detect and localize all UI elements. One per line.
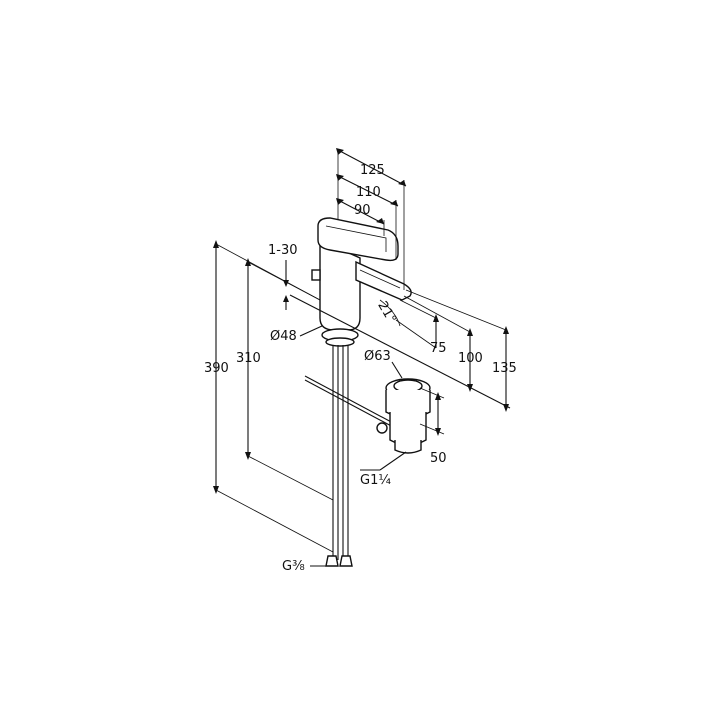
dim-spout-angle: 21° [374,299,399,326]
dim-90: 90 [354,203,371,218]
arrowheads [213,148,509,494]
dim-drain-thread: G1¼ [360,473,391,488]
dim-drain-depth: 50 [430,451,447,466]
dim-75: 75 [430,341,447,356]
dim-125: 125 [360,163,385,178]
supply-hoses [325,345,353,567]
dim-135: 135 [492,361,517,376]
popup-rod [304,375,396,429]
dim-lever-travel: 1-30 [268,243,298,258]
dim-drain-diameter: Ø63 [364,349,391,364]
dim-supply-thread: G⅜ [282,559,305,574]
dim-110: 110 [356,185,381,200]
faucet-body [311,217,412,331]
dim-base-diameter: Ø48 [270,329,297,344]
dimension-labels: 125 110 90 1-30 21° Ø48 Ø63 75 100 135 3… [204,163,517,574]
dim-310: 310 [236,351,261,366]
dim-100: 100 [458,351,483,366]
dimension-lines [215,149,511,567]
drain-assembly [376,378,431,454]
base-ring [321,328,359,347]
dim-390: 390 [204,361,229,376]
